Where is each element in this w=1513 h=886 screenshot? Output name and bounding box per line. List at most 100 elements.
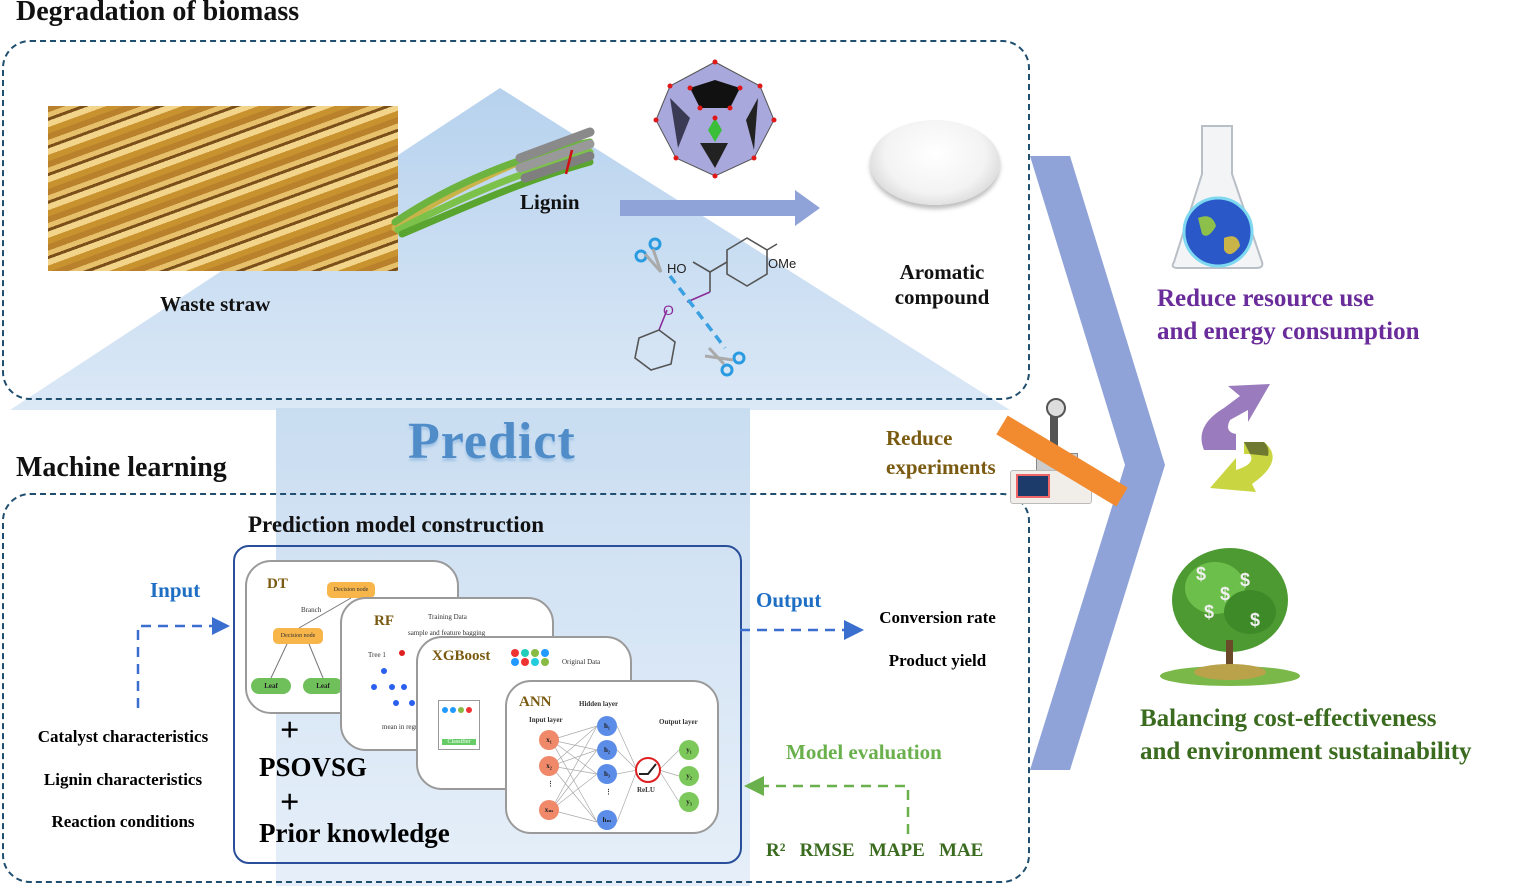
dt-decision-node-child: Decision node bbox=[273, 628, 323, 644]
svg-text:$: $ bbox=[1196, 564, 1206, 584]
dt-leaf-1: Leaf bbox=[251, 678, 291, 694]
earth-flask-icon bbox=[1171, 125, 1264, 269]
process-arrow bbox=[620, 190, 820, 226]
input-feature-item: Catalyst characteristics bbox=[37, 727, 209, 746]
ann-input-layer-label: Input layer bbox=[529, 716, 563, 724]
svg-text:$: $ bbox=[1250, 610, 1260, 630]
model-construction-title: Prediction model construction bbox=[248, 512, 544, 537]
reduce-line2: experiments bbox=[886, 455, 996, 479]
output-label: Output bbox=[756, 588, 822, 612]
svg-text:$: $ bbox=[1204, 602, 1214, 622]
waste-straw-label: Waste straw bbox=[160, 292, 271, 316]
input-label: Input bbox=[150, 578, 201, 602]
scissors-icon-2 bbox=[704, 346, 746, 377]
predict-label: Predict bbox=[408, 413, 576, 470]
input-arrow bbox=[136, 617, 230, 708]
dt-branch-label: Branch bbox=[301, 606, 322, 614]
rf-title: RF bbox=[374, 613, 394, 629]
aromatic-line2: compound bbox=[894, 285, 990, 309]
degradation-panel bbox=[2, 40, 1030, 400]
metric-mae: MAE bbox=[939, 840, 984, 861]
ann-hidden-ellipsis: ⋮ bbox=[605, 788, 612, 796]
metrics-list: R² RMSE MAPE MAE bbox=[766, 840, 983, 862]
psovsg-label: PSOVSG bbox=[259, 752, 368, 782]
ann-hidden-layer-label: Hidden layer bbox=[579, 700, 619, 708]
metric-mape: MAPE bbox=[868, 840, 925, 861]
rf-training-data: Training Data bbox=[428, 613, 467, 621]
evaluation-arrow bbox=[744, 776, 910, 834]
cleavage-line bbox=[668, 274, 727, 350]
ann-output-layer-label: Output layer bbox=[659, 718, 698, 726]
input-features-list: Catalyst characteristics Lignin characte… bbox=[0, 716, 246, 844]
balance-line2: and environment sustainability bbox=[1140, 738, 1472, 765]
predict-arrow-head bbox=[10, 88, 1010, 410]
balancing-label: Balancing cost-effectiveness and environ… bbox=[1140, 702, 1472, 768]
metric-r2: R² bbox=[766, 840, 786, 861]
catalyst-polyhedron-icon bbox=[653, 59, 777, 179]
lignin-label: Lignin bbox=[520, 190, 580, 214]
plus-icon-2: + bbox=[280, 784, 300, 821]
ann-title: ANN bbox=[519, 694, 552, 710]
ann-input-node: xₘ bbox=[539, 800, 559, 820]
balance-line1: Balancing cost-effectiveness bbox=[1140, 705, 1437, 732]
output-item: Product yield bbox=[888, 651, 987, 670]
input-feature-item: Reaction conditions bbox=[51, 812, 195, 831]
section-title-degradation: Degradation of biomass bbox=[16, 0, 300, 27]
ome-label: OMe bbox=[768, 256, 796, 271]
dt-title: DT bbox=[267, 576, 288, 592]
output-arrow bbox=[740, 620, 864, 640]
money-tree-icon: $$$$$ bbox=[1160, 548, 1300, 686]
input-feature-item: Lignin characteristics bbox=[43, 769, 203, 789]
aromatic-line1: Aromatic bbox=[899, 260, 985, 284]
reduce-experiments-label: Reduce experiments bbox=[886, 424, 996, 482]
ann-hidden-node: h₂ bbox=[597, 740, 617, 760]
outputs-list: Conversion rate Product yield bbox=[860, 596, 1015, 682]
xgboost-original-data: Original Data bbox=[562, 658, 601, 666]
dt-tree-edges bbox=[270, 597, 352, 679]
aromatic-compound-label: Aromatic compound bbox=[892, 260, 992, 310]
ann-input-ellipsis: ⋮ bbox=[547, 780, 554, 788]
svg-text:$: $ bbox=[1240, 570, 1250, 590]
rf-sample-label: sample and feature bagging bbox=[408, 629, 486, 637]
aromatic-powder-dish bbox=[870, 120, 1000, 205]
xgboost-data-dots bbox=[510, 648, 554, 666]
rf-mean-label: mean in regression bbox=[382, 723, 435, 731]
xgboost-title: XGBoost bbox=[432, 648, 491, 664]
ml-panel bbox=[2, 493, 1030, 883]
model-evaluation-label: Model evaluation bbox=[786, 740, 942, 764]
lignin-fiber-icon bbox=[391, 127, 595, 238]
resource-line2: and energy consumption bbox=[1157, 318, 1420, 345]
ether-o-label: O bbox=[663, 302, 674, 318]
output-item: Conversion rate bbox=[879, 608, 996, 627]
xgboost-classifier-label: Classifier bbox=[442, 739, 476, 745]
prior-knowledge-label: Prior knowledge bbox=[259, 818, 450, 848]
ann-output-node: y₁ bbox=[679, 740, 699, 760]
ann-input-node: x₂ bbox=[539, 756, 559, 776]
dt-decision-node-root: Decision node bbox=[327, 582, 375, 598]
dt-leaf-2: Leaf bbox=[303, 678, 343, 694]
ann-hidden-node: h₃ bbox=[597, 764, 617, 784]
ann-hidden-node: h₁ bbox=[597, 716, 617, 736]
ho-label: HO bbox=[667, 261, 687, 276]
ann-input-node: x₁ bbox=[539, 730, 559, 750]
relu-icon bbox=[635, 757, 661, 783]
waste-straw-image bbox=[48, 106, 398, 271]
resource-line1: Reduce resource use bbox=[1157, 285, 1375, 312]
ann-output-node: y₃ bbox=[679, 792, 699, 812]
reduce-line1: Reduce bbox=[886, 426, 953, 450]
metric-rmse: RMSE bbox=[799, 840, 855, 861]
ann-hidden-node: hₘ bbox=[597, 810, 617, 830]
chevron-arrow bbox=[1030, 156, 1165, 770]
model-construction-box bbox=[233, 545, 742, 864]
svg-text:$: $ bbox=[1220, 584, 1230, 604]
scissors-icon bbox=[634, 237, 663, 273]
xgboost-classifier-box: Classifier bbox=[438, 700, 480, 750]
model-card-ann: ANN Hidden layer Input layer Output laye… bbox=[505, 680, 719, 834]
reduce-resource-label: Reduce resource use and energy consumpti… bbox=[1157, 282, 1420, 348]
lignin-model-molecule: HO OMe O bbox=[634, 237, 796, 377]
section-title-ml: Machine learning bbox=[16, 452, 227, 483]
ann-relu-label: ReLU bbox=[637, 786, 655, 794]
ann-output-node: y₂ bbox=[679, 766, 699, 786]
rf-tree-label: Tree 1 bbox=[368, 651, 386, 659]
ann-connections bbox=[550, 725, 680, 823]
